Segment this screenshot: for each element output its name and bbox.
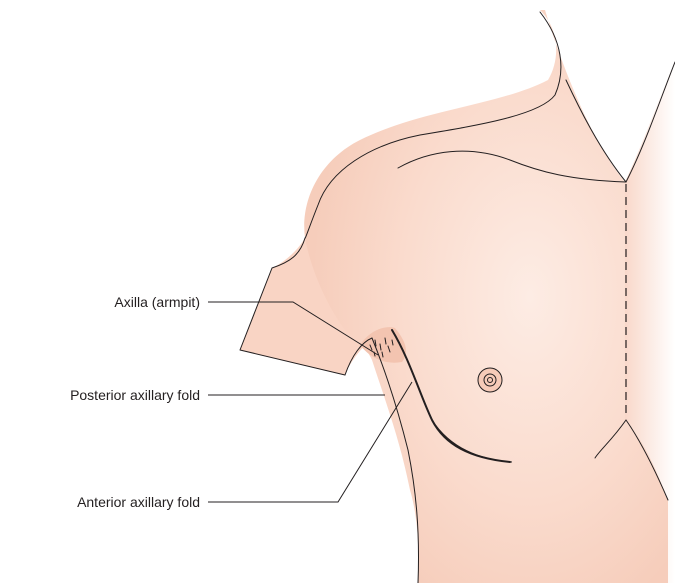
torso-body <box>304 10 668 583</box>
posterior-fold-label: Posterior axillary fold <box>70 387 200 403</box>
nipple <box>478 368 502 392</box>
anterior-fold-leader <box>208 382 412 502</box>
anterior-fold-label: Anterior axillary fold <box>77 494 200 510</box>
axilla-label: Axilla (armpit) <box>114 294 200 310</box>
